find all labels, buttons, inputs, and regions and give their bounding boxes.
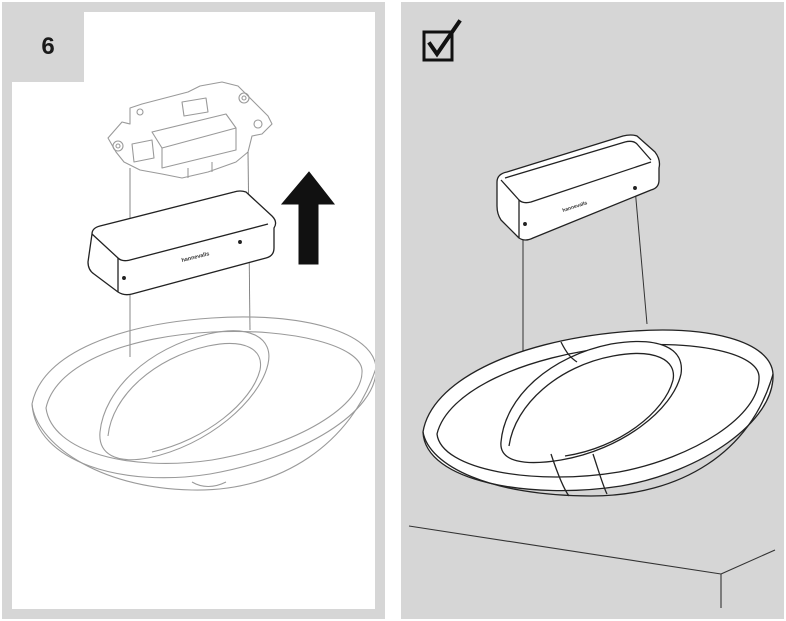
arrow-up-icon (280, 171, 336, 265)
surface-lines (408, 525, 776, 608)
ring-lamp (31, 316, 375, 491)
step-illustration: hannevalls (31, 81, 375, 491)
result-panel: hannevalls (401, 2, 784, 619)
mounting-bracket (107, 81, 273, 179)
canopy (496, 134, 661, 241)
step-panel-canvas: hannevalls 6 (12, 12, 375, 609)
checkbox-checked-icon (422, 19, 462, 62)
result-illustration: hannevalls (408, 19, 776, 608)
suspension-cables (522, 187, 648, 356)
ring-lamp (422, 329, 774, 497)
step-panel: hannevalls 6 (2, 2, 385, 619)
step-number-badge: 6 (12, 12, 84, 82)
canopy (87, 190, 277, 296)
